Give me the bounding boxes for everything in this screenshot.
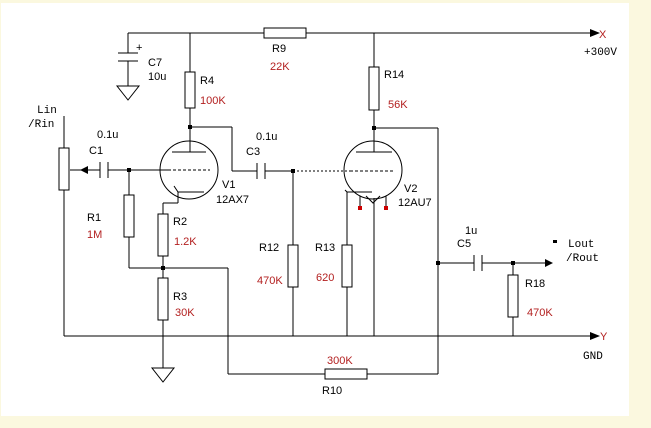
r14-value-label: 56K	[388, 99, 408, 111]
r4-value-label: 100K	[200, 95, 226, 107]
resistor-r12	[287, 244, 299, 288]
r12-value-label: 470K	[257, 275, 283, 287]
plus300v-label: +300V	[584, 47, 617, 59]
r9-value-label: 22K	[270, 61, 290, 73]
r3-ref-label: R3	[173, 291, 187, 303]
ground-symbol-icon	[150, 367, 176, 383]
resistor-r13	[341, 244, 353, 288]
plus300v-arrow-icon	[590, 29, 600, 37]
labels: + C7 10u R4 100K R9 22K R14 56K 0.1u C1 …	[28, 29, 617, 397]
r2-ref-label: R2	[173, 216, 187, 228]
c7-ref-label: C7	[148, 57, 162, 69]
c3-ref-label: C3	[246, 146, 260, 158]
c5-value-label: 1u	[465, 225, 477, 237]
resistor-r14	[368, 66, 380, 111]
r10-value-label: 300K	[327, 355, 353, 367]
c3-value-label: 0.1u	[256, 131, 277, 143]
r13-ref-label: R13	[315, 242, 335, 254]
r4-ref-label: R4	[200, 75, 214, 87]
gnd-arrow-icon	[590, 332, 600, 340]
output-terminal-icon	[553, 240, 557, 243]
r1-value-label: 1M	[87, 229, 102, 241]
heater-pin-icon	[358, 206, 362, 210]
y-port-letter: Y	[600, 331, 608, 343]
capacitor-c7	[118, 52, 138, 62]
c5-ref-label: C5	[457, 238, 471, 250]
resistor-r18	[507, 274, 519, 318]
v2-type-label: 12AU7	[398, 197, 432, 209]
ground-symbol-icon	[115, 85, 141, 101]
capacitor-c5	[473, 255, 483, 271]
capacitor-c3	[256, 163, 266, 179]
r3-value-label: 30K	[175, 307, 195, 319]
r2-value-label: 1.2K	[174, 236, 197, 248]
v1-ref-label: V1	[222, 179, 235, 191]
r10-ref-label: R10	[322, 385, 342, 397]
schematic-sheet	[1, 3, 629, 416]
resistor-r2	[157, 213, 169, 257]
c1-ref-label: C1	[89, 145, 103, 157]
r18-ref-label: R18	[525, 278, 545, 290]
v1-type-label: 12AX7	[216, 194, 249, 206]
resistor-r4	[184, 71, 196, 109]
input-arrow-icon	[80, 166, 88, 174]
heater-pin-icon	[384, 206, 388, 210]
r1-ref-label: R1	[87, 212, 101, 224]
resistor-r10	[324, 368, 368, 380]
terminals	[80, 29, 600, 340]
r18-value-label: 470K	[527, 307, 553, 319]
output-arrow-icon	[545, 259, 553, 267]
wires	[63, 32, 590, 375]
tube-v1	[159, 140, 219, 200]
junction-dots	[127, 125, 515, 270]
resistor-r3	[157, 277, 169, 321]
resistor-r1	[123, 194, 135, 238]
c7-value-label: 10u	[148, 71, 166, 83]
c7-plus-label: +	[136, 42, 142, 54]
input-potentiometer	[58, 147, 70, 191]
resistor-r9	[263, 27, 307, 39]
x-port-letter: X	[599, 29, 607, 41]
gnd-label: GND	[583, 351, 603, 363]
r9-ref-label: R9	[272, 43, 286, 55]
input-label-line1: Lin	[37, 105, 57, 117]
c1-value-label: 0.1u	[97, 129, 118, 141]
output-label-line2: /Rout	[566, 253, 599, 265]
input-label-line2: /Rin	[28, 119, 54, 131]
r14-ref-label: R14	[384, 69, 404, 81]
tube-v2	[343, 140, 403, 210]
output-label-line1: Lout	[568, 239, 594, 251]
r12-ref-label: R12	[259, 242, 279, 254]
capacitor-c1	[99, 162, 109, 178]
r13-value-label: 620	[316, 272, 334, 284]
v2-ref-label: V2	[404, 183, 417, 195]
